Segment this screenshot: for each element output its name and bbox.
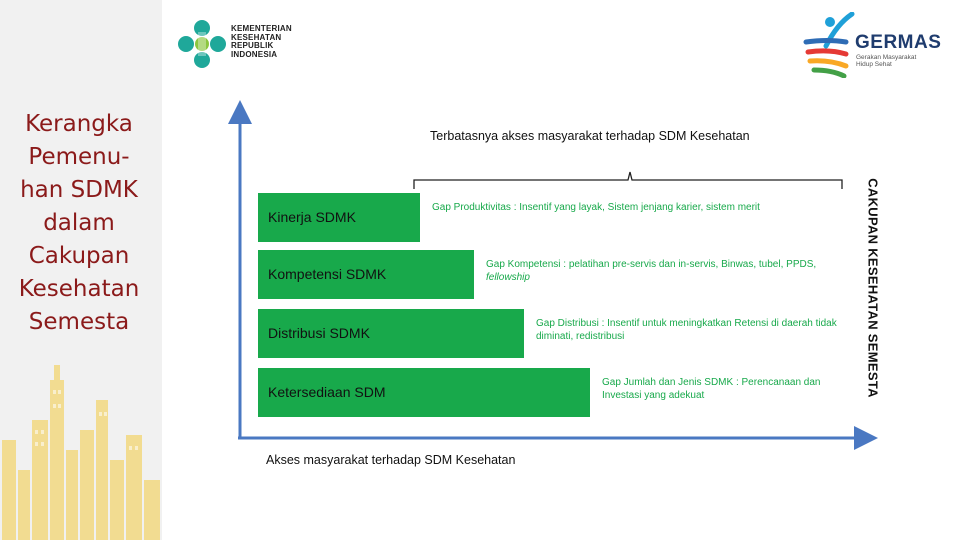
bar-label: Ketersediaan SDM [268, 384, 386, 400]
top-label: Terbatasnya akses masyarakat terhadap SD… [430, 129, 750, 143]
kemenkes-line: REPUBLIK [231, 41, 274, 51]
germas-wordmark: GERMAS [855, 32, 942, 53]
kemenkes-emblem-icon [178, 20, 226, 68]
sidebar-panel: Kerangka Pemenu- han SDMK dalam Cakupan … [0, 0, 162, 540]
bar-distribusi: Distribusi SDMK Gap Distribusi : Insenti… [258, 309, 843, 358]
gap-box: Gap Jumlah dan Jenis SDMK : Perencanaan … [590, 368, 843, 417]
sidebar-title-line: Semesta [28, 309, 130, 335]
sidebar-title-line: han SDMK [20, 177, 138, 203]
gap-box: Gap Produktivitas : Insentif yang layak,… [420, 193, 843, 242]
bar-kompetensi: Kompetensi SDMK Gap Kompetensi : pelatih… [258, 250, 843, 299]
sidebar-title-line: dalam [43, 210, 115, 236]
kemenkes-line: INDONESIA [231, 49, 278, 59]
gap-box: Gap Kompetensi : pelatihan pre-servis da… [474, 250, 843, 299]
bar-label: Distribusi SDMK [268, 325, 370, 341]
right-vertical-label: CAKUPAN KESEHATAN SEMESTA [865, 178, 881, 398]
germas-tagline: Gerakan Masyarakat Hidup Sehat [856, 54, 916, 68]
gap-text-italic: fellowship [486, 272, 530, 283]
gap-box: Gap Distribusi : Insentif untuk meningka… [524, 309, 843, 358]
kemenkes-logo: KEMENTERIAN KESEHATAN REPUBLIK INDONESIA [176, 18, 306, 72]
kemenkes-line: KEMENTERIAN [231, 24, 292, 33]
germas-tagline-line: Gerakan Masyarakat [856, 54, 917, 61]
top-brace [413, 171, 843, 189]
bar-ketersediaan: Ketersediaan SDM Gap Jumlah dan Jenis SD… [258, 368, 843, 417]
city-skyline-illustration [2, 365, 160, 540]
sidebar-title-line: Kesehatan [18, 276, 140, 302]
kemenkes-line: KESEHATAN [231, 32, 282, 42]
germas-figure-icon [803, 12, 855, 78]
germas-tagline-line: Hidup Sehat [856, 61, 892, 68]
germas-logo: GERMAS Gerakan Masyarakat Hidup Sehat [800, 10, 950, 80]
sidebar-title: Kerangka Pemenu- han SDMK dalam Cakupan … [4, 108, 154, 339]
sidebar-title-line: Pemenu- [28, 144, 130, 170]
bar-kinerja: Kinerja SDMK Gap Produktivitas : Insenti… [258, 193, 843, 242]
bottom-label: Akses masyarakat terhadap SDM Kesehatan [266, 453, 516, 467]
gap-text: Gap Kompetensi : pelatihan pre-servis da… [486, 259, 817, 270]
kemenkes-wordmark: KEMENTERIAN KESEHATAN REPUBLIK INDONESIA [231, 24, 292, 59]
sidebar-title-line: Kerangka [25, 111, 133, 137]
bar-label: Kinerja SDMK [268, 209, 356, 225]
bar-label: Kompetensi SDMK [268, 266, 387, 282]
sidebar-title-line: Cakupan [28, 243, 130, 269]
